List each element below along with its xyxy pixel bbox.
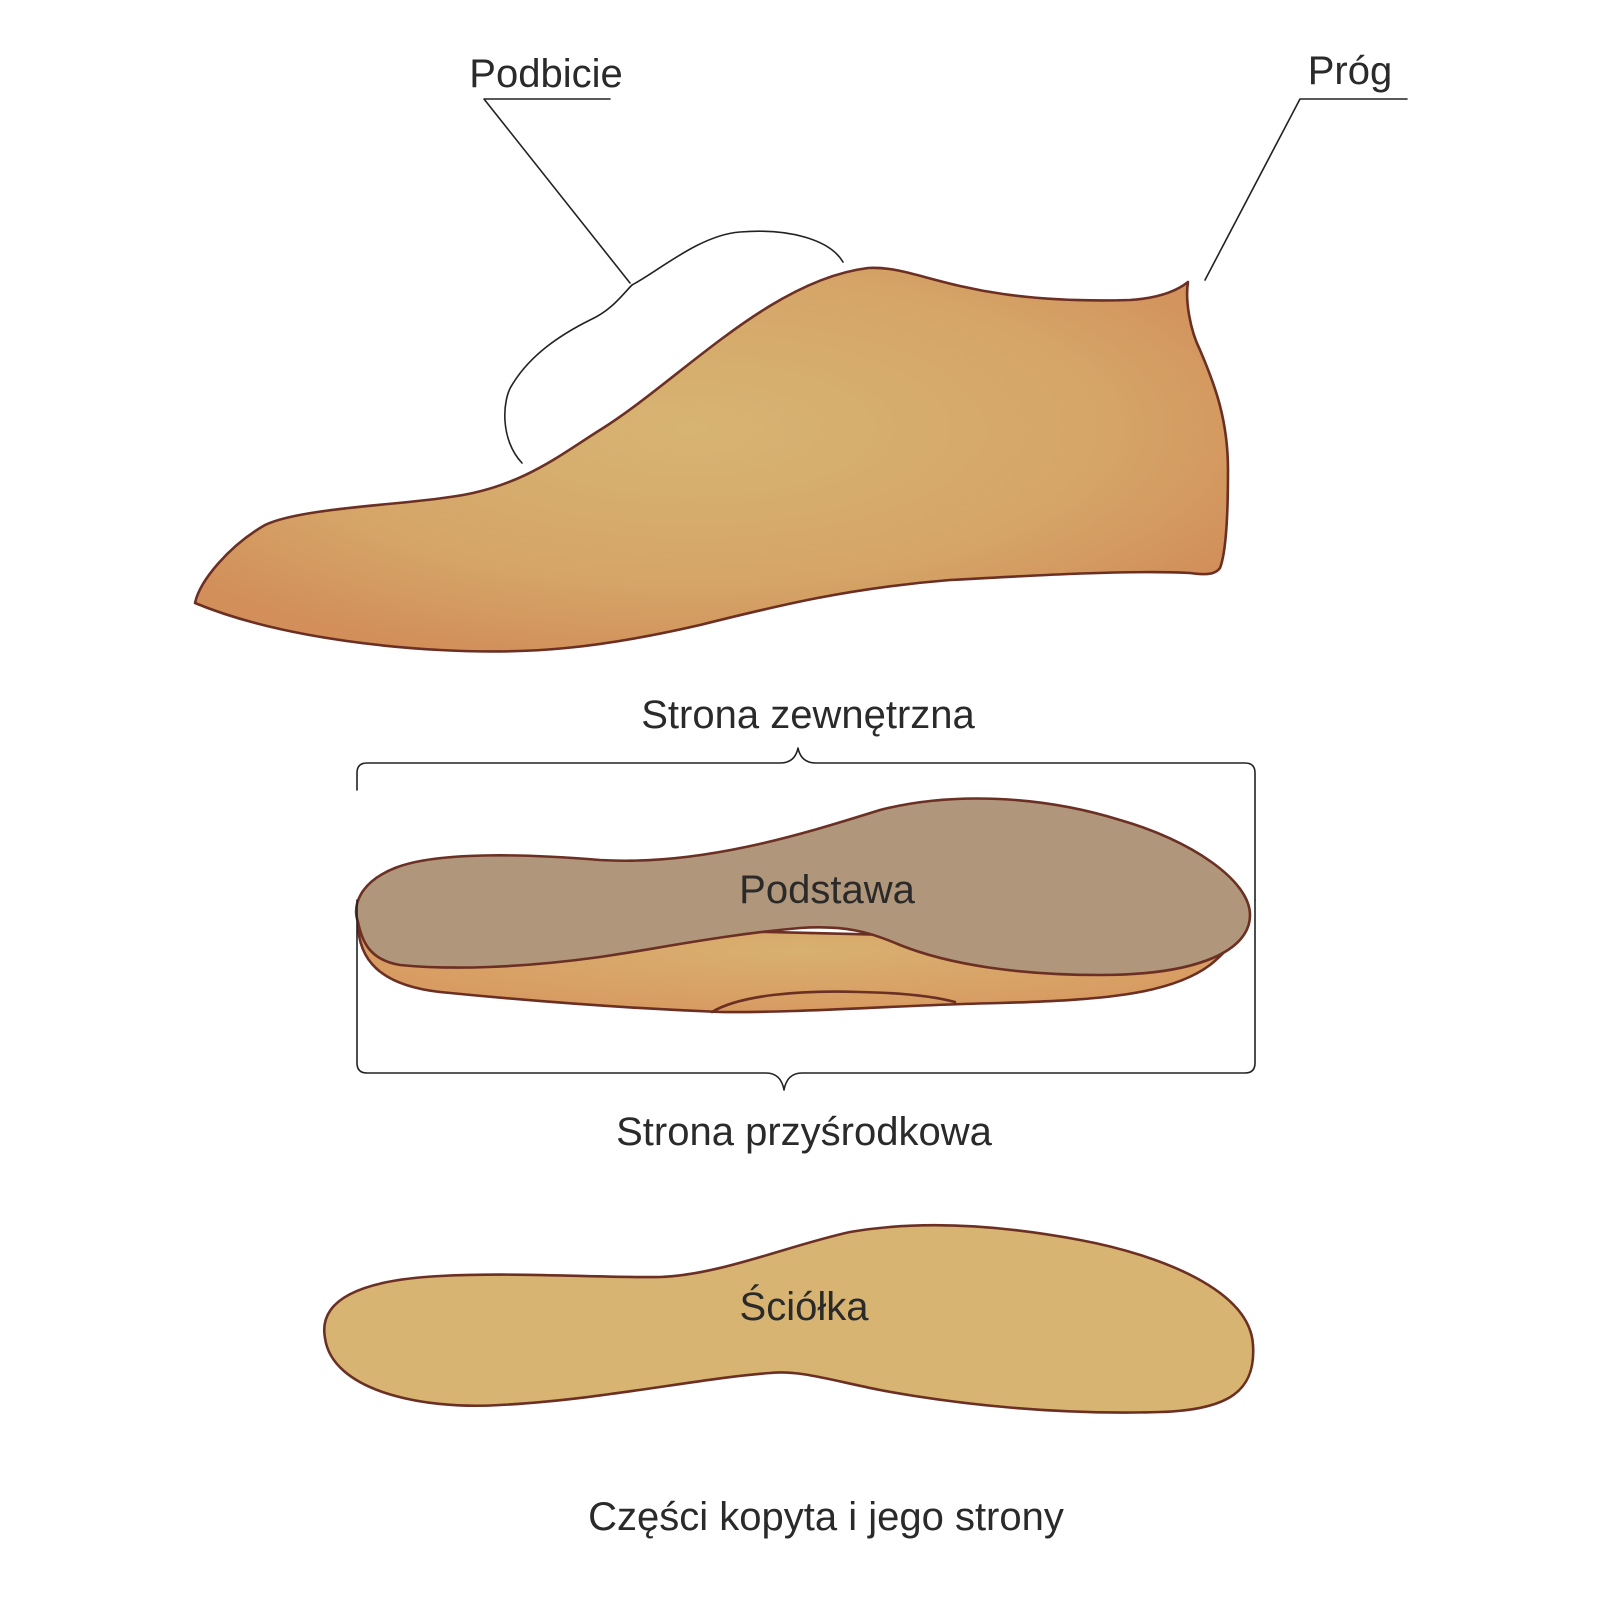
insole-shape — [322, 1224, 1255, 1414]
insole-label: Ściółka — [740, 1283, 870, 1329]
instep-leader-line — [483, 98, 631, 284]
outer-side-label: Strona zewnętrzna — [641, 693, 975, 737]
last-body — [193, 266, 1230, 653]
instep-leader: Podbicie — [469, 52, 631, 284]
threshold-leader-line — [1204, 98, 1408, 281]
base-top-face — [354, 797, 1252, 977]
threshold-leader: Próg — [1204, 49, 1408, 281]
medial-side-brace — [356, 899, 1256, 1091]
threshold-label: Próg — [1308, 49, 1393, 93]
outer-side-brace — [356, 747, 1256, 901]
base-arch-curve — [710, 990, 957, 1014]
medial-side-label: Strona przyśrodkowa — [616, 1110, 992, 1154]
figure-caption: Części kopyta i jego strony — [588, 1495, 1064, 1539]
instep-label: Podbicie — [469, 52, 622, 96]
last-side-view — [193, 230, 1230, 653]
instep-outline — [504, 230, 844, 464]
base-label: Podstawa — [739, 868, 915, 912]
insole: Ściółka — [322, 1224, 1255, 1414]
last-base: Podstawa — [354, 797, 1252, 1014]
